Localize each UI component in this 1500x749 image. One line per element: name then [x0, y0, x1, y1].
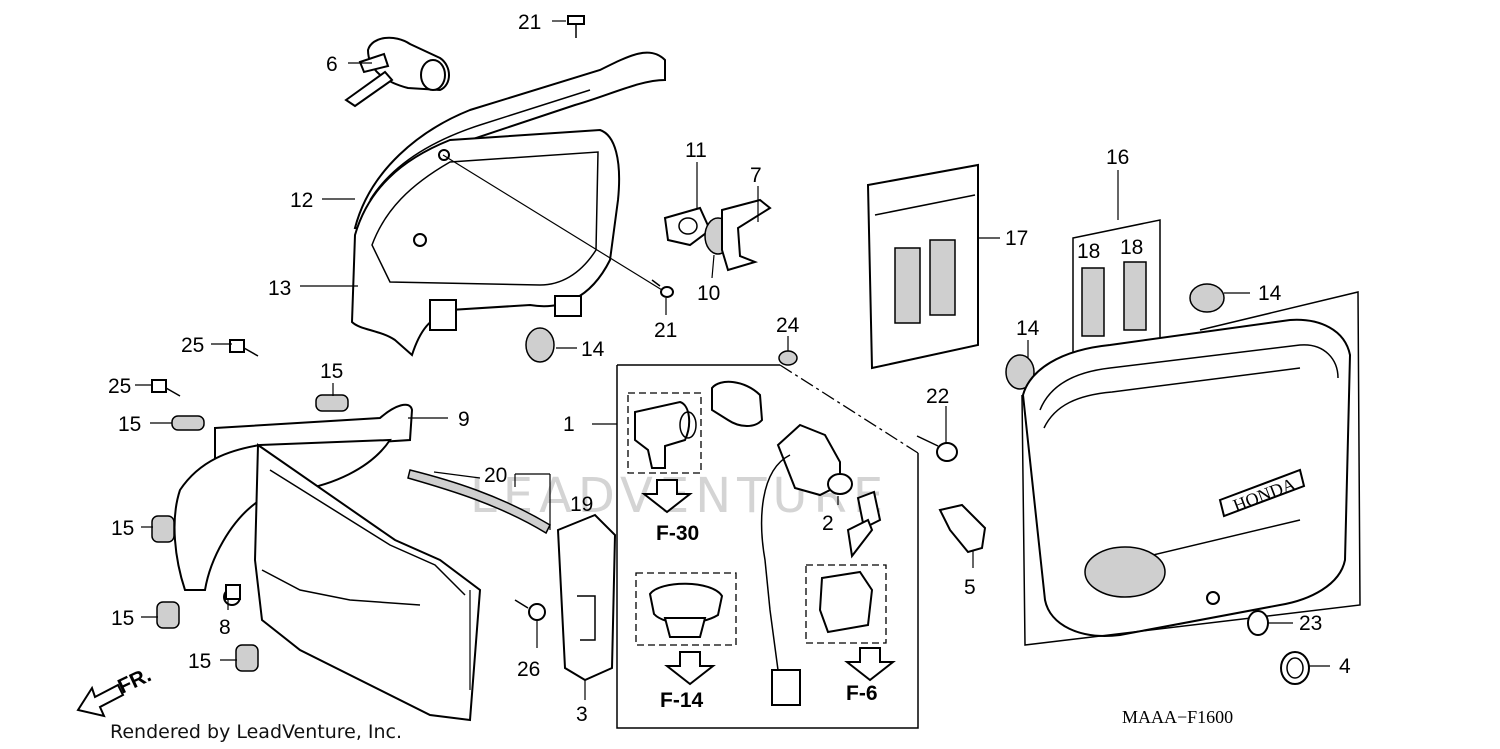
grommet-assembly [663, 198, 772, 272]
washer-24 [778, 350, 798, 366]
side-cover-upper [350, 51, 666, 357]
label-18a: 18 [1077, 240, 1100, 263]
cap-23 [1247, 610, 1269, 636]
label-19: 19 [570, 493, 593, 516]
front-direction-arrow: FR. [76, 663, 155, 718]
rubber-pad-15 [151, 394, 349, 672]
leader-lines [135, 20, 1330, 700]
bolt-25-b [151, 379, 181, 397]
key-cylinder-part [344, 36, 450, 108]
label-10: 10 [697, 282, 720, 305]
bushing-4 [1280, 651, 1310, 685]
inner-panel [173, 403, 482, 722]
footer-credit: Rendered by LeadVenture, Inc. [110, 721, 402, 743]
label-9: 9 [458, 408, 470, 431]
screw-21-top [567, 15, 585, 38]
side-cover-right: HONDA [1021, 291, 1361, 646]
label-4: 4 [1339, 655, 1351, 678]
label-sheet [866, 163, 979, 370]
ignition-switch [634, 380, 874, 706]
label-5: 5 [964, 576, 976, 599]
label-12: 12 [290, 189, 313, 212]
ignition-kit-box [616, 364, 919, 729]
ref-f30: F-30 [656, 522, 699, 545]
label-26: 26 [517, 658, 540, 681]
diagram-code: MAAA−F1600 [1122, 707, 1233, 727]
label-14c: 14 [1258, 282, 1282, 305]
key-5 [938, 503, 987, 554]
label-7: 7 [750, 164, 762, 187]
bolt-25-a [229, 339, 259, 357]
label-20: 20 [484, 464, 507, 487]
ref-arrow-f14 [664, 651, 716, 686]
label-15c: 15 [111, 517, 134, 540]
label-15d: 15 [111, 607, 134, 630]
bolt-8 [225, 584, 241, 600]
grommet-14-right-a [1005, 354, 1035, 390]
label-11: 11 [685, 139, 707, 162]
plate-3 [556, 513, 617, 682]
screw-21-mid [651, 279, 674, 298]
label-2: 2 [822, 512, 834, 535]
label-22: 22 [926, 385, 949, 408]
ref-f6: F-6 [846, 682, 878, 705]
label-24: 24 [776, 314, 800, 337]
label-21a: 21 [518, 11, 541, 34]
label-15b: 15 [118, 413, 141, 436]
key-2 [846, 490, 882, 559]
callout-labels: 21 6 12 13 21 11 7 10 14 25 25 15 15 9 1… [108, 11, 1351, 726]
bolt-22 [916, 435, 958, 462]
ref-arrow-f6 [844, 647, 896, 682]
ref-arrow-f30 [641, 479, 693, 514]
label-6: 6 [326, 53, 338, 76]
bolt-26 [514, 599, 546, 621]
label-15e: 15 [188, 650, 211, 673]
label-15a: 15 [320, 360, 343, 383]
ref-f14: F-14 [660, 689, 704, 712]
label-21b: 21 [654, 319, 677, 342]
label-8: 8 [219, 616, 231, 639]
grommet-14-left [525, 327, 555, 363]
label-13: 13 [268, 277, 291, 300]
seal-strip [407, 469, 551, 535]
label-14b: 14 [1016, 317, 1040, 340]
label-17: 17 [1005, 227, 1028, 250]
grommet-14-right-b [1189, 283, 1225, 313]
label-3: 3 [576, 703, 588, 726]
label-14a: 14 [581, 338, 605, 361]
label-16: 16 [1106, 146, 1129, 169]
label-25a: 25 [181, 334, 204, 357]
label-1: 1 [563, 413, 575, 436]
label-18b: 18 [1120, 236, 1143, 259]
label-23: 23 [1299, 612, 1322, 635]
label-25b: 25 [108, 375, 131, 398]
